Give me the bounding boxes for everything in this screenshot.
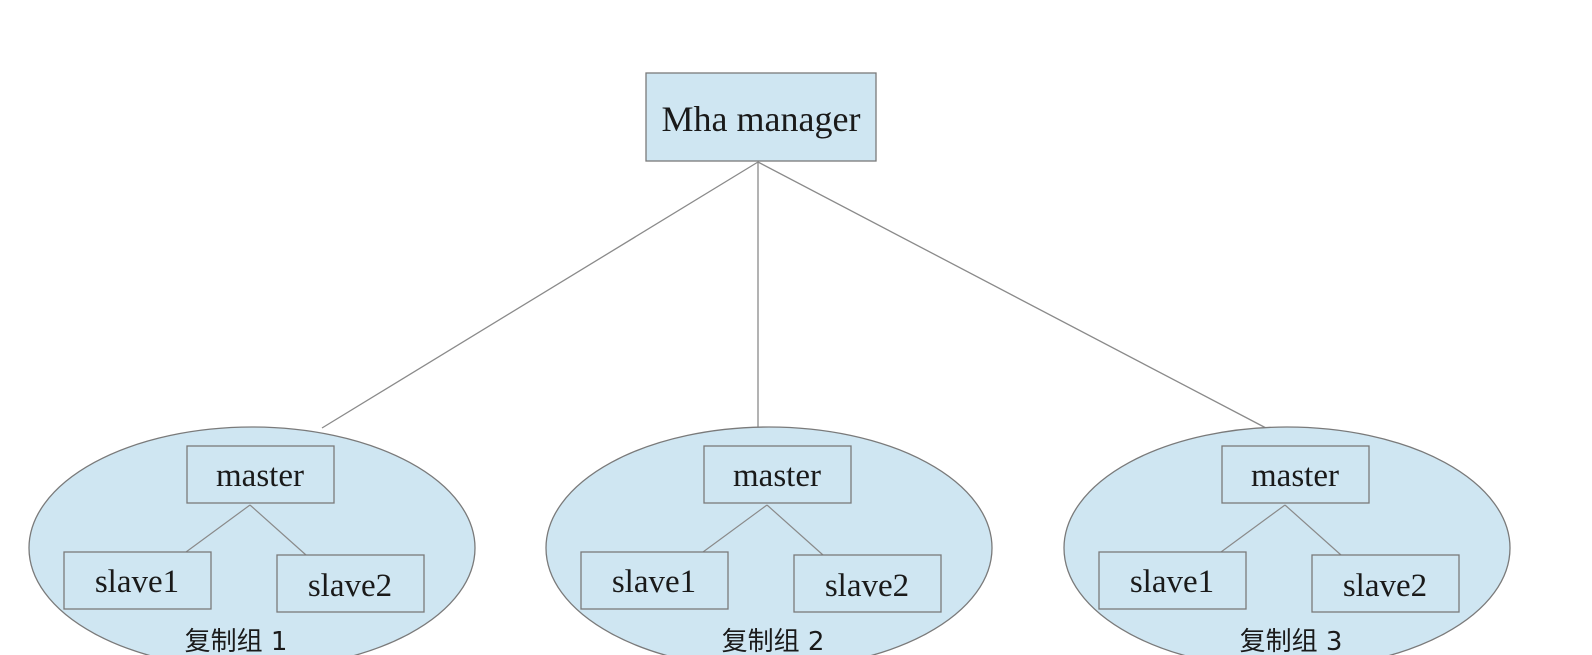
manager-label: Mha manager (662, 99, 861, 139)
slave1-label: slave1 (95, 564, 179, 600)
replication-group-2: master slave1 slave2 复制组 2 (545, 426, 993, 655)
edge-master-slave2 (1284, 504, 1342, 556)
replication-group-3: master slave1 slave2 复制组 3 (1063, 426, 1511, 655)
slave1-label: slave1 (1130, 564, 1214, 600)
master-label: master (216, 458, 304, 494)
replication-group-1: master slave1 slave2 复制组 1 (28, 426, 476, 655)
slave2-label: slave2 (1343, 568, 1427, 604)
edge-master-slave2 (766, 504, 824, 556)
master-label: master (733, 458, 821, 494)
slave2-box (276, 554, 425, 613)
manager-edges (321, 161, 1267, 429)
slave1-box (63, 551, 212, 610)
group-caption: 复制组 2 (722, 627, 825, 655)
slave1-label: slave1 (612, 564, 696, 600)
slave1-box (580, 551, 729, 610)
group-caption: 复制组 1 (185, 627, 288, 655)
master-box (1221, 445, 1370, 504)
master-box (186, 445, 335, 504)
manager-node: Mha manager (645, 72, 877, 162)
slave1-box (1098, 551, 1247, 610)
edge-master-slave1 (702, 504, 768, 553)
master-box (703, 445, 852, 504)
edge-master-slave1 (185, 504, 251, 553)
master-label: master (1251, 458, 1339, 494)
slave2-label: slave2 (825, 568, 909, 604)
slave2-box (793, 554, 942, 613)
edge-manager-group-1 (321, 161, 759, 429)
group-caption: 复制组 3 (1240, 627, 1343, 655)
edge-master-slave1 (1220, 504, 1286, 553)
edge-master-slave2 (249, 504, 307, 556)
edge-manager-group-3 (757, 161, 1267, 429)
slave2-box (1311, 554, 1460, 613)
manager-box (645, 72, 877, 162)
slave2-label: slave2 (308, 568, 392, 604)
